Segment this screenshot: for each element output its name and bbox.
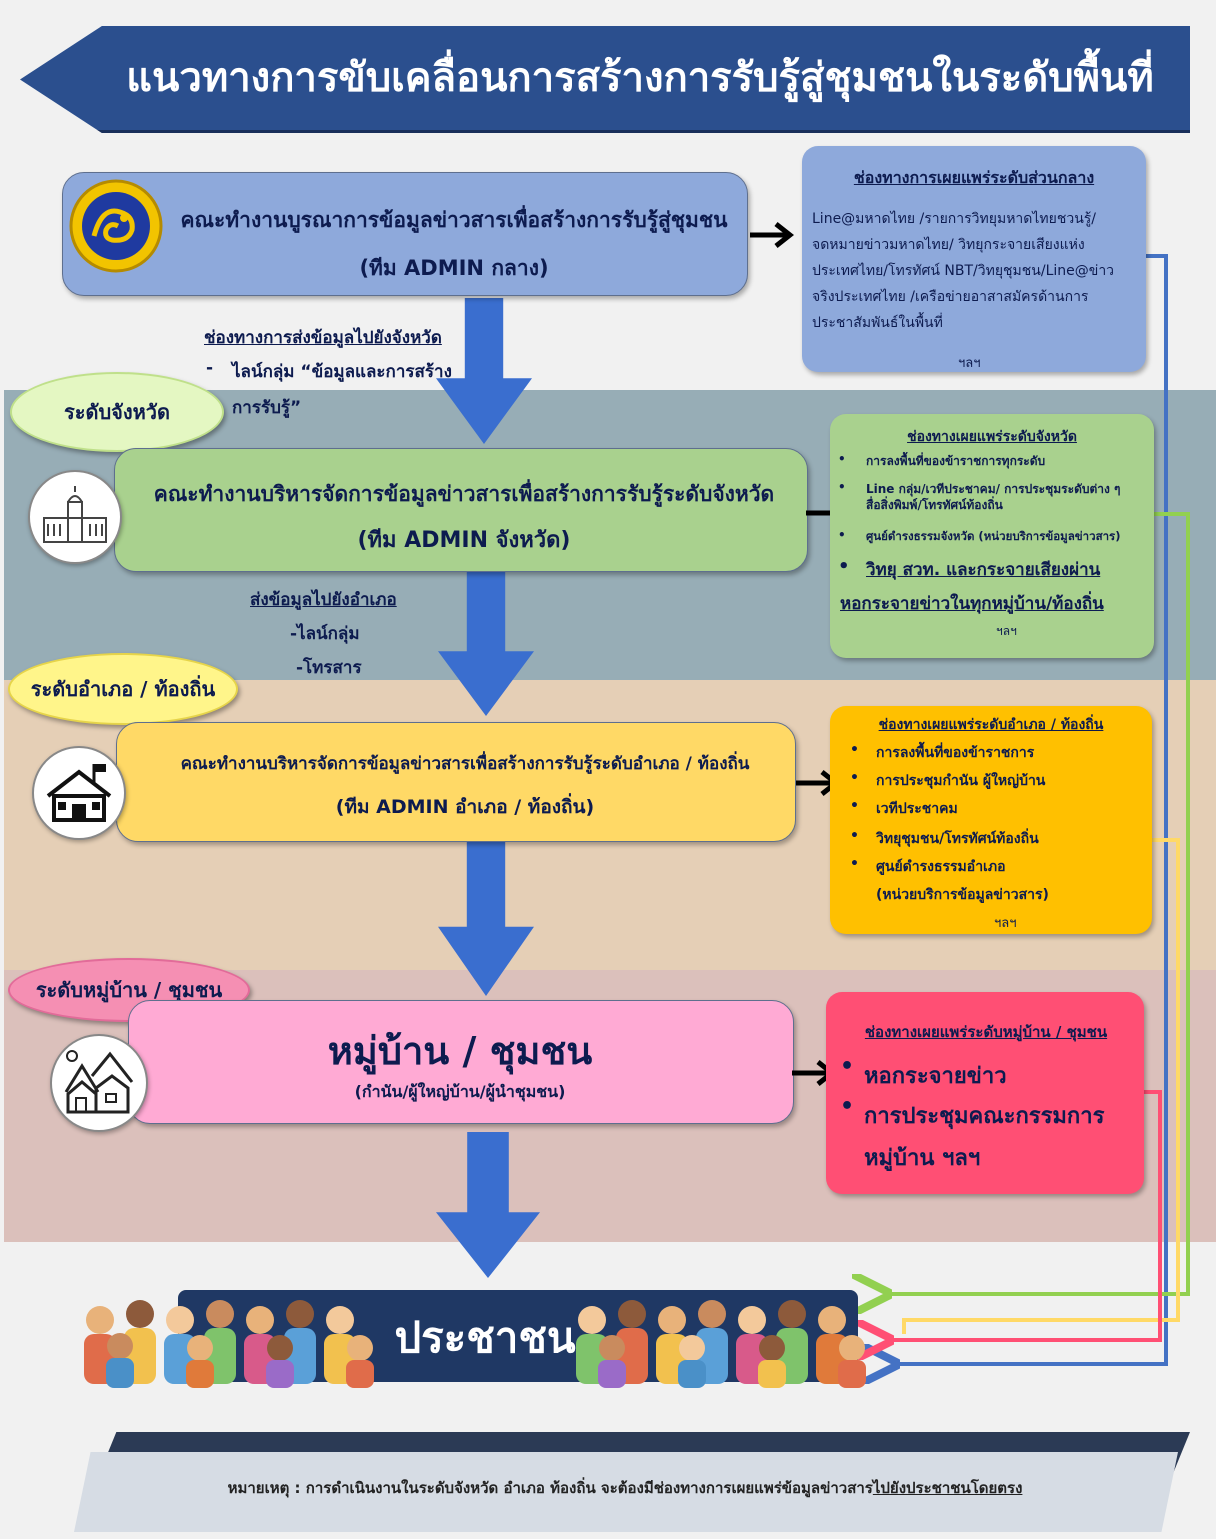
province-send-item: -ไลน์กลุ่ม <box>290 624 360 644</box>
province-committee-team: (ทีม ADMIN จังหวัด) <box>357 528 571 553</box>
village-subtitle: (กำนัน/ผู้ใหญ่บ้าน/ผู้นำชุมชน) <box>354 1082 566 1101</box>
district-channels-list: • การลงพื้นที่ของข้าราชการ • การประชุมกำ… <box>850 742 1146 932</box>
district-channel-item: การประชุมกำนัน ผู้ใหญ่บ้าน <box>876 773 1046 789</box>
central-channel-line: ประเทศไทย/โทรทัศน์ NBT/วิทยุชุมชน/Line@ข… <box>812 263 1115 279</box>
province-channels-title: ช่องทางเผยแพร่ระดับจังหวัด <box>907 429 1077 445</box>
yellow-connector <box>902 838 1180 1334</box>
district-channel-sub: (หน่วยบริการข้อมูลข่าวสาร) <box>876 887 1049 903</box>
page-title: แนวทางการขับเคลื่อนการสร้างการรับรู้สู่ช… <box>126 55 1154 101</box>
pink-connector <box>886 1090 1162 1340</box>
district-channel-item: การลงพื้นที่ของข้าราชการ <box>876 745 1035 761</box>
village-channels-list: • หอกระจายข่าว • การประชุมคณะกรรมการ หมู… <box>840 1054 1140 1184</box>
bullet-icon: • <box>840 1094 855 1119</box>
central-channels-etc: ฯลฯ <box>958 356 981 371</box>
district-channels-title: ช่องทางเผยแพร่ระดับอำเภอ / ท้องถิ่น <box>878 717 1104 733</box>
district-committee-team: (ทีม ADMIN อำเภอ / ท้องถิ่น) <box>335 796 595 818</box>
province-channel-item: การลงพื้นที่ของข้าราชการทุกระดับ <box>866 454 1046 468</box>
central-committee-name: คณะทำงานบูรณาการข้อมูลข่าวสารเพื่อสร้างก… <box>180 208 728 232</box>
village-channels-box <box>826 992 1144 1194</box>
district-channels-box <box>830 706 1152 934</box>
footer-note-box <box>74 1452 1178 1532</box>
province-committee-box <box>114 448 808 572</box>
province-channels-etc: ฯลฯ <box>996 624 1017 638</box>
central-committee-box <box>62 172 748 296</box>
bullet-icon: • <box>850 798 859 814</box>
central-channels-box <box>802 146 1146 372</box>
bullet-icon: • <box>850 828 859 844</box>
province-channel-item: สื่อสิ่งพิมพ์/โทรทัศน์ท้องถิ่น <box>866 498 1003 512</box>
footer-note: หมายเหตุ : การดำเนินงานในระดับจังหวัด อำ… <box>100 1476 1150 1512</box>
right-arrow-icon <box>750 222 794 248</box>
province-level-label: ระดับจังหวัด <box>10 372 224 452</box>
village-box <box>128 1000 794 1124</box>
title-banner <box>20 26 1190 133</box>
central-send-item-line1: ไลน์กลุ่ม “ข้อมูลและการสร้าง <box>232 362 452 382</box>
bullet-icon: • <box>840 1054 855 1079</box>
district-level-label: ระดับอำเภอ / ท้องถิ่น <box>8 653 238 725</box>
bullet-icon: • <box>838 528 846 542</box>
province-send-title: ส่งข้อมูลไปยังอำเภอ <box>250 590 397 610</box>
village-houses-icon <box>50 1034 148 1132</box>
central-committee-team: (ทีม ADMIN กลาง) <box>359 256 549 280</box>
village-channels-title: ช่องทางเผยแพร่ระดับหมู่บ้าน / ชุมชน <box>864 1023 1108 1041</box>
village-title: หมู่บ้าน / ชุมชน <box>327 1029 593 1073</box>
district-channel-item: เวทีประชาคม <box>876 801 958 817</box>
central-channel-line: จดหมายข่าวมหาดไทย/ วิทยุกระจายเสียงแห่ง <box>812 237 1085 253</box>
village-channel-cont: หมู่บ้าน ฯลฯ <box>864 1146 981 1171</box>
school-building-icon <box>32 746 126 840</box>
crowd-left-icon <box>84 1300 374 1388</box>
province-channel-item: ศูนย์ดำรงธรรมจังหวัด (หน่วยบริการข้อมูลข… <box>866 529 1121 543</box>
central-send-item-line2: การรับรู้” <box>232 398 302 418</box>
district-channel-item: วิทยุชุมชน/โทรทัศน์ท้องถิ่น <box>876 831 1039 847</box>
province-channel-item: วิทยุ สวท. และกระจายเสียงผ่าน <box>866 560 1101 580</box>
bullet-icon: • <box>838 556 850 577</box>
footer-note-text: หมายเหตุ : การดำเนินงานในระดับจังหวัด อำ… <box>227 1479 873 1497</box>
bullet-icon: • <box>838 480 846 494</box>
province-send-item: -โทรสาร <box>296 658 362 678</box>
bullet-icon: • <box>850 770 859 786</box>
province-channels-list: • การลงพื้นที่ของข้าราชการทุกระดับ • Lin… <box>838 452 1156 652</box>
bullet-icon: • <box>850 742 859 758</box>
district-committee-name: คณะทำงานบริหารจัดการข้อมูลข่าวสารเพื่อสร… <box>180 754 750 774</box>
bullet-icon: • <box>850 856 859 872</box>
crowd-right-icon <box>576 1300 866 1388</box>
people-label: ประชาชน <box>394 1313 576 1362</box>
province-channel-item: หอกระจายข่าวในทุกหมู่บ้าน/ท้องถิ่น <box>840 594 1104 614</box>
central-channels-list: Line@มหาดไทย /รายการวิทยุมหาดไทยชวนรู้/ … <box>812 206 1142 336</box>
village-channel-item: การประชุมคณะกรรมการ <box>864 1104 1105 1129</box>
province-channels-box <box>830 414 1154 658</box>
ministry-seal-icon <box>68 178 164 274</box>
district-channel-item: ศูนย์ดำรงธรรมอำเภอ <box>876 859 1006 875</box>
district-committee-box <box>116 722 796 842</box>
central-channels-title: ช่องทางการเผยแพร่ระดับส่วนกลาง <box>853 168 1095 187</box>
green-connector <box>884 512 1190 1294</box>
footer-note-underlined: ไปยังประชาชนโดยตรง <box>872 1479 1023 1497</box>
province-channel-item: Line กลุ่ม/เวทีประชาคม/ การประชุมระดับต่… <box>866 482 1121 496</box>
central-channel-line: Line@มหาดไทย /รายการวิทยุมหาดไทยชวนรู้/ <box>812 211 1097 227</box>
district-channels-etc: ฯลฯ <box>994 916 1017 931</box>
blue-connector <box>892 254 1168 1364</box>
bullet-icon: • <box>838 452 846 466</box>
central-send-dash: - <box>206 358 214 378</box>
central-send-title: ช่องทางการส่งข้อมูลไปยังจังหวัด <box>204 328 442 348</box>
city-hall-icon <box>28 470 122 564</box>
central-channel-line: ประชาสัมพันธ์ในพื้นที่ <box>812 315 943 331</box>
province-committee-name: คณะทำงานบริหารจัดการข้อมูลข่าวสารเพื่อสร… <box>153 482 775 506</box>
central-channel-line: จริงประเทศไทย /เครือข่ายอาสาสมัครด้านการ <box>812 289 1089 305</box>
village-channel-item: หอกระจายข่าว <box>864 1064 1007 1089</box>
